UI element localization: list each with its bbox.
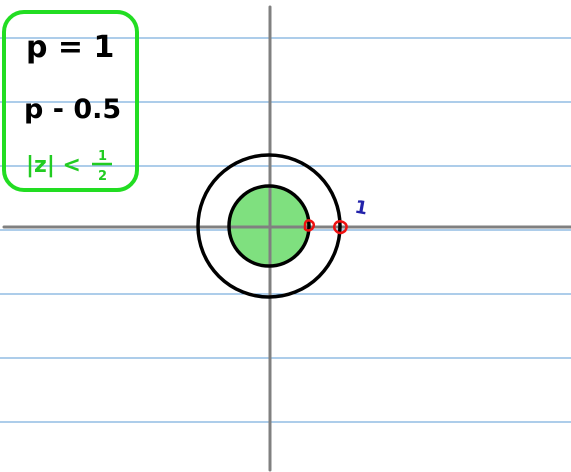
marker-one (332, 220, 348, 235)
outer-circle (196, 153, 342, 299)
condition-denominator: 2 (98, 169, 107, 184)
note-box (2, 10, 139, 192)
condition-lhs: |z| < (26, 153, 81, 178)
condition-numerator: 1 (98, 149, 107, 164)
axis-markers (303, 219, 348, 235)
note-line-p-minus-half: p - 0.5 (24, 94, 121, 125)
point-label-one: 1 (353, 197, 369, 220)
inner-circle (227, 184, 311, 268)
axes (2, 5, 571, 472)
marker-half (303, 219, 315, 232)
condition-inequality: |z| < 1 2 (26, 149, 112, 184)
note-line-p-equals-1: p = 1 (26, 30, 114, 65)
